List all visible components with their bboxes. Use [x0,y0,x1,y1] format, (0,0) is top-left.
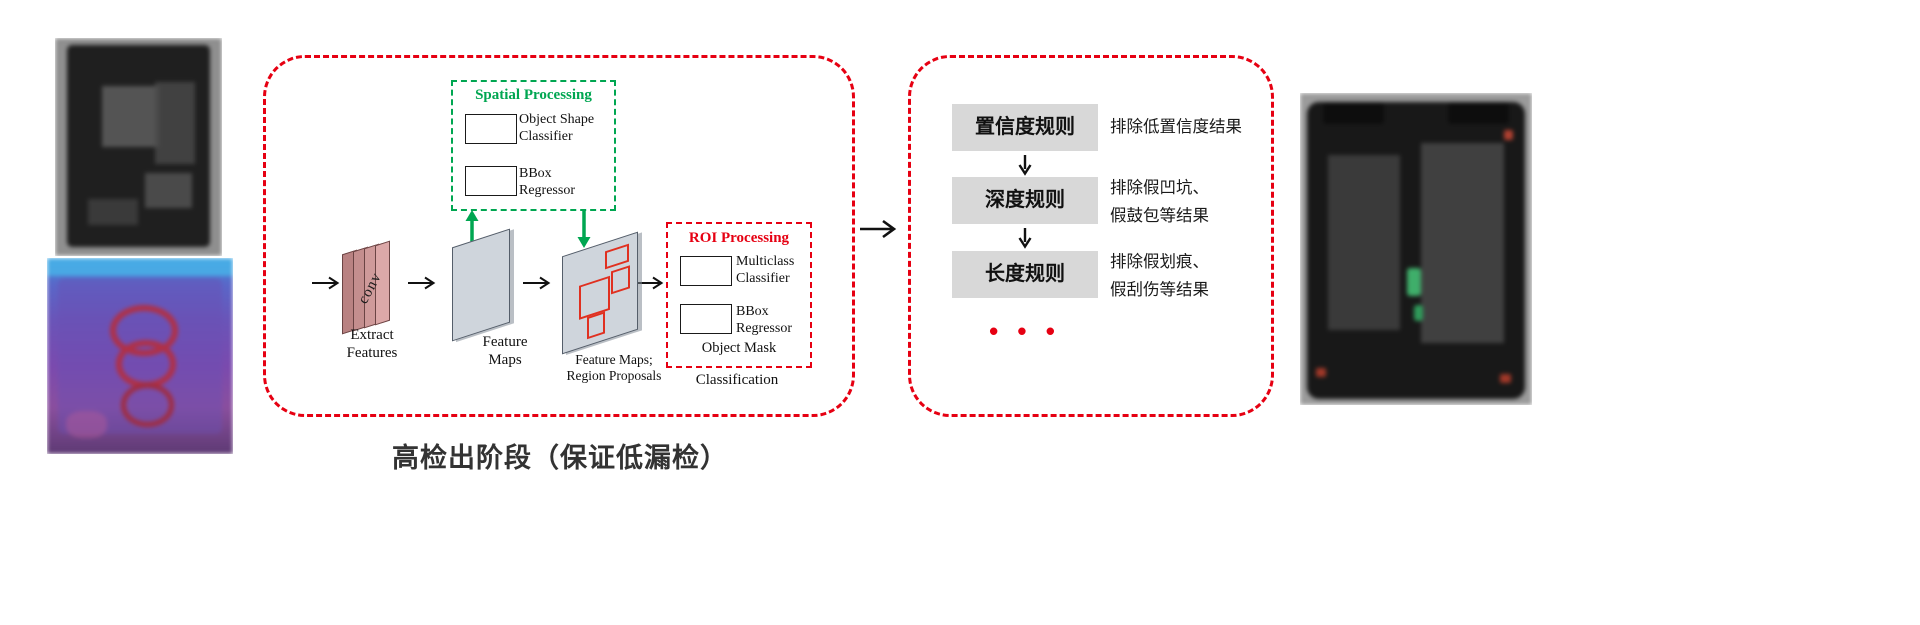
result-image [1300,93,1532,405]
rule-confidence-note: 排除低置信度结果 [1110,118,1242,136]
extract-features-label: Extract Features [346,327,398,361]
spatial-bbox-regressor-label: BBox Regressor [519,166,575,198]
rule-arrow-2-icon [1018,228,1032,249]
rule-depth-note: 排除假凹坑、 假鼓包等结果 [1110,179,1209,225]
panel-transition-arrow-icon [860,219,897,239]
classification-label: Classification [695,372,779,388]
object-mask-label: Object Mask [701,340,777,356]
object-shape-classifier-box [465,114,517,144]
input-depth-image [47,258,233,454]
roi-bbox-regressor-box [680,304,732,334]
multiclass-classifier-box [680,256,732,286]
flow-arrow-4-icon [638,276,664,290]
feature-maps-label: Feature Maps [482,334,528,368]
rule-arrow-1-icon [1018,155,1032,176]
rule-length: 长度规则 [952,251,1098,298]
rule-depth: 深度规则 [952,177,1098,224]
feature-maps-slab [452,228,510,342]
flow-arrow-2-icon [408,276,436,290]
multiclass-classifier-label: Multiclass Classifier [736,254,795,286]
spatial-processing-box: Spatial Processing Object Shape Classifi… [451,80,616,211]
rule-confidence: 置信度规则 [952,104,1098,151]
roi-processing-box: ROI Processing Multiclass Classifier BBo… [666,222,812,368]
input-image-gray [55,38,222,256]
rules-filter-box [908,55,1274,417]
stage-caption: 高检出阶段（保证低漏检） [392,443,728,473]
object-shape-classifier-label: Object Shape Classifier [519,112,595,144]
spatial-processing-title: Spatial Processing [475,87,592,103]
feature-maps-region-proposals-label: Feature Maps; Region Proposals [566,352,662,384]
flow-arrow-1-icon [312,276,340,290]
region-proposal-mark [579,275,610,320]
region-proposal-mark [611,265,630,295]
arrow-down-to-proposals-icon [577,210,591,248]
roi-bbox-regressor-label: BBox Regressor [736,304,792,336]
more-rules-ellipsis: • • • [989,316,1061,346]
rule-length-note: 排除假划痕、 假刮伤等结果 [1110,253,1209,299]
roi-processing-title: ROI Processing [688,230,790,246]
spatial-bbox-regressor-box [465,166,517,196]
flow-arrow-3-icon [523,276,551,290]
region-proposal-mark [587,311,605,340]
detection-pipeline-box [263,55,855,417]
